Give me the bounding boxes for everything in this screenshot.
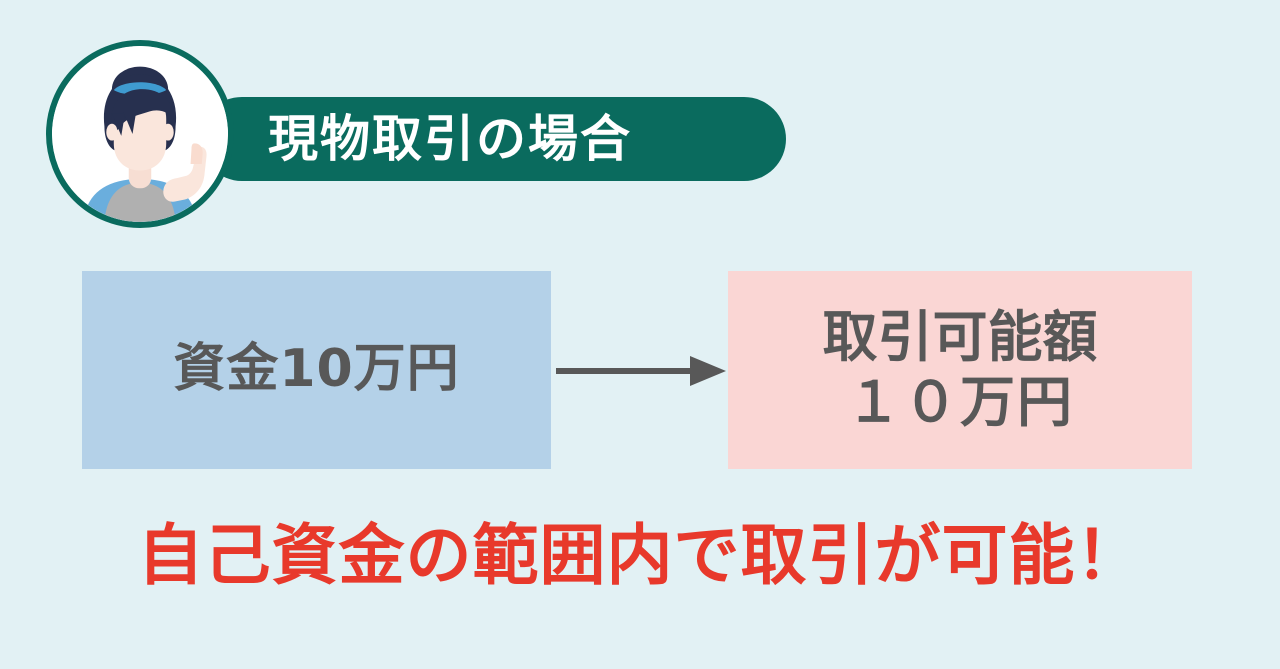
result-amount-box: 取引可能額 １０万円 xyxy=(728,271,1192,469)
result-amount-line2: １０万円 xyxy=(845,370,1074,434)
avatar xyxy=(46,40,234,228)
source-amount-label: 資金10万円 xyxy=(173,339,460,400)
flow-arrow xyxy=(556,352,726,390)
arrow-right-icon xyxy=(556,356,726,386)
title-banner: 現物取引の場合 xyxy=(200,97,786,181)
source-amount-box: 資金10万円 xyxy=(82,271,551,469)
result-amount-label-wrapper: 取引可能額 １０万円 xyxy=(822,305,1097,435)
summary-caption: 自己資金の範囲内で取引が可能！ xyxy=(137,517,1143,594)
result-amount-line1: 取引可能額 xyxy=(822,305,1098,370)
title-text: 現物取引の場合 xyxy=(268,110,632,168)
avatar-illustration-icon xyxy=(52,46,228,222)
